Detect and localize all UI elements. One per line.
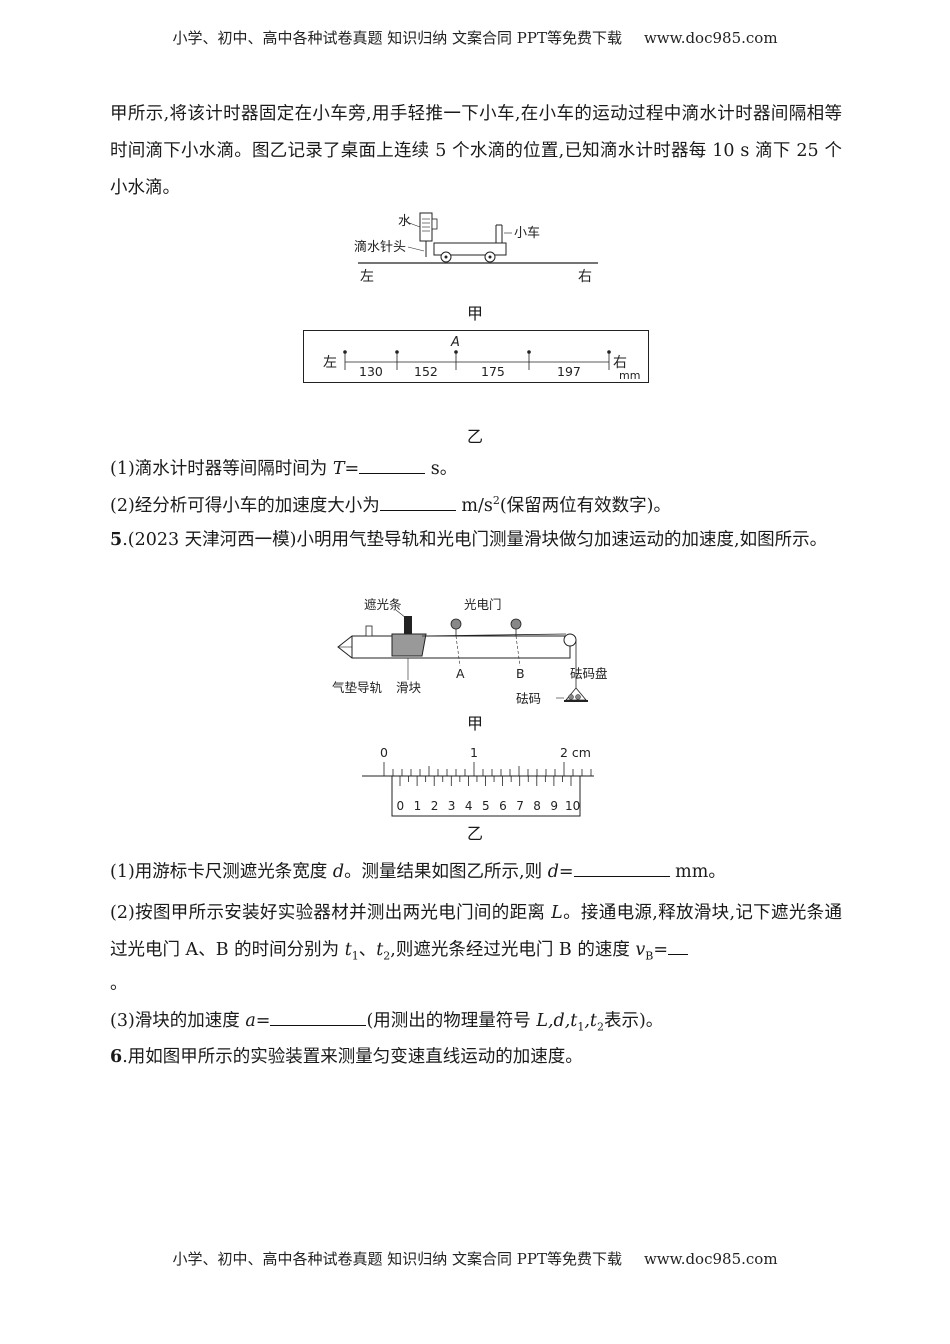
q4-part2: (2)经分析可得小车的加速度大小为 m/s2(保留两位有效数字)。 [110,494,671,516]
air-track-diagram: 遮光条 光电门 气垫导轨 滑块 A B 砝码盘 砝码 [332,597,608,706]
caliper-caption: 乙 [466,824,483,843]
fig2-caption: 乙 [466,427,483,446]
label-water: 水 [398,214,411,229]
vernier-label: 9 [550,799,558,813]
drop-unit: mm [619,369,640,382]
vernier-label: 7 [516,799,524,813]
header-text: 小学、初中、高中各种试卷真题 知识归纳 文案合同 PPT等免费下载 [172,29,622,47]
label-left: 左 [360,269,374,285]
vernier-label: 8 [533,799,541,813]
main-label-2: 2 cm [560,745,591,760]
q5-stem: 5.(2023 天津河西一模)小明用气垫导轨和光电门测量滑块做匀加速运动的加速度… [110,530,828,550]
answer-blank-d[interactable] [573,862,670,877]
dist-3: 175 [481,364,505,379]
answer-blank-accel[interactable] [379,496,456,511]
label-gate-b: B [516,666,525,681]
label-gate: 光电门 [464,597,502,612]
q5-part3: (3)滑块的加速度 a=(用测出的物理量符号 L,d,t1,t2表示)。 [110,1011,664,1034]
label-gate-a: A [456,666,465,681]
main-label-1: 1 [470,745,478,760]
label-cart: 小车 [514,225,540,241]
vernier-label: 2 [431,799,439,813]
intro-paragraph: 甲所示,将该计时器固定在小车旁,用手轻推一下小车,在小车的运动过程中滴水计时器间… [110,104,842,198]
label-right: 右 [578,269,592,285]
drop-point-a: A [450,335,460,350]
page-footer: 小学、初中、高中各种试卷真题 知识归纳 文案合同 PPT等免费下载 www.doc… [0,1248,950,1269]
label-weight: 砝码 [516,691,541,706]
label-track: 气垫导轨 [332,680,383,695]
drop-diagram: 左 右 mm A 130 152 175 197 [303,330,649,383]
answer-blank-a[interactable] [270,1011,367,1026]
footer-text: 小学、初中、高中各种试卷真题 知识归纳 文案合同 PPT等免费下载 [172,1250,622,1268]
label-slider: 滑块 [396,680,422,695]
vernier-label: 3 [448,799,456,813]
header-site[interactable]: www.doc985.com [643,29,778,47]
answer-blank-vb[interactable] [668,940,689,955]
dist-1: 130 [359,364,383,379]
page-header: 小学、初中、高中各种试卷真题 知识归纳 文案合同 PPT等免费下载 www.doc… [0,27,950,48]
q6-stem: 6.用如图甲所示的实验装置来测量匀变速直线运动的加速度。 [110,1047,583,1067]
dist-4: 197 [557,364,581,379]
q5-part2: (2)按图甲所示安装好实验器材并测出两光电门间的距离 L。接通电源,释放滑块,记… [110,903,842,963]
footer-site[interactable]: www.doc985.com [643,1250,778,1268]
q4-part1: (1)滴水计时器等间隔时间为 T= s。 [110,459,458,479]
q5-fig-caption: 甲 [466,714,483,733]
drop-right: 右 [613,355,627,371]
main-label-0: 0 [380,745,388,760]
vernier-label: 0 [397,799,405,813]
label-needle: 滴水针头 [354,239,406,255]
fig1-caption: 甲 [466,304,483,323]
dist-2: 152 [414,364,438,379]
vernier-label: 6 [499,799,507,813]
q5-part2-end: 。 [110,974,128,994]
vernier-label: 5 [482,799,490,813]
vernier-label: 10 [565,799,580,813]
q5-part1: (1)用游标卡尺测遮光条宽度 d。测量结果如图乙所示,则 d= mm。 [110,862,726,882]
vernier-label: 1 [414,799,422,813]
vernier-label: 4 [465,799,473,813]
cart-diagram: 水 滴水针头 小车 左 右 [354,212,598,285]
label-pan: 砝码盘 [570,666,608,681]
label-shade: 遮光条 [364,597,402,612]
answer-blank-t[interactable] [359,459,426,474]
drop-left: 左 [323,355,337,371]
